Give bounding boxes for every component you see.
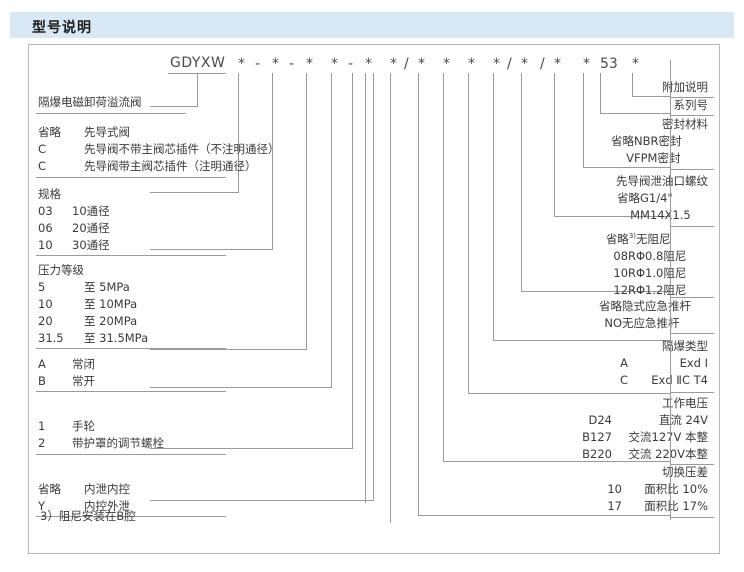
leader-line-product-h <box>150 106 198 107</box>
rule-pilot <box>36 177 226 178</box>
leader-line-switching-h <box>418 515 670 516</box>
label-product-name: 隔爆电磁卸荷溢流阀 <box>38 95 142 109</box>
label-series-number: 系列号 <box>673 98 709 112</box>
leader-line-damping <box>521 73 522 291</box>
diagram-frame <box>28 44 720 554</box>
model-code-token: * <box>272 56 279 72</box>
damping-omit-key: 省略3) <box>605 231 636 246</box>
footnote: 3）阻尼安装在B腔 <box>40 509 136 523</box>
model-code-token: - <box>289 56 295 72</box>
leader-line-voltage-h <box>443 461 670 462</box>
leader-line-switching <box>418 73 419 515</box>
model-code-token: * <box>583 56 590 72</box>
model-code-token: * <box>238 56 245 72</box>
model-code-token: / <box>540 56 545 72</box>
right-column-divider <box>670 60 671 520</box>
label-seal-material: 密封材料 省略NBR密封 VFPM密封 <box>611 117 708 165</box>
leader-line-spec-h <box>150 249 273 250</box>
model-base-code: GDYXW <box>170 55 226 71</box>
label-damping-orifice: 省略3)无阻尼 08RΦ0.8阻尼 10RΦ1.0阻尼 12RΦ1.2阻尼 <box>590 228 708 299</box>
rule-product <box>36 113 186 114</box>
leader-stem-a <box>390 73 391 523</box>
leader-stem-b <box>365 73 366 503</box>
leader-line-pressure-h <box>150 349 307 350</box>
leader-line-voltage <box>443 73 444 461</box>
model-code-token: * <box>306 56 313 72</box>
rule-exd <box>670 392 714 393</box>
model-code-token: * <box>443 56 450 72</box>
leader-line-pressure <box>306 73 307 349</box>
rule-drain <box>36 516 226 517</box>
leader-line-series <box>600 73 601 113</box>
leader-line-exd <box>468 73 469 393</box>
leader-line-additional <box>632 73 633 96</box>
leader-line-spec <box>272 73 273 249</box>
leader-line-damping-h <box>521 291 670 292</box>
rule-series <box>670 115 714 116</box>
rule-thread <box>670 226 714 227</box>
leader-line-drain <box>373 73 374 500</box>
model-code-token: 53 <box>600 56 618 72</box>
leader-line-product <box>197 73 198 106</box>
model-code-token: * <box>365 56 372 72</box>
label-emergency-push-rod: 省略隐式应急推杆 NO无应急推杆 <box>599 299 691 330</box>
leader-line-thread-h <box>554 216 670 217</box>
leader-line-noc <box>331 73 332 387</box>
leader-line-pilot <box>238 73 239 192</box>
label-additional-description: 附加说明 <box>662 80 708 94</box>
leader-line-adjust <box>352 73 353 448</box>
rule-switching <box>670 517 714 518</box>
model-code-token: / <box>507 56 512 72</box>
label-pilot-drain-thread: 先导阀泄油口螺纹 省略G1/4" MM14X1.5 <box>616 174 708 222</box>
model-code-token: - <box>255 56 261 72</box>
leader-line-exd-h <box>468 393 670 394</box>
model-code-token: / <box>404 56 409 72</box>
model-code-token: * <box>331 56 338 72</box>
model-code-token: * <box>554 56 561 72</box>
model-code-token: * <box>493 56 500 72</box>
model-code-token: * <box>521 56 528 72</box>
leader-line-pilot-h <box>150 192 239 193</box>
rule-pushrod <box>670 333 714 334</box>
leader-line-thread <box>554 73 555 216</box>
rule-additional <box>670 97 714 98</box>
leader-line-series-h <box>600 113 670 114</box>
model-code-token: - <box>348 56 354 72</box>
leader-line-pushrod-h <box>493 340 670 341</box>
leader-line-drain-h <box>150 500 374 501</box>
rule-adjust <box>36 454 226 455</box>
rule-pressure <box>36 348 226 349</box>
rule-voltage <box>670 464 714 465</box>
model-code-token: * <box>468 56 475 72</box>
leader-line-pushrod <box>493 73 494 340</box>
leader-line-additional-h <box>632 96 670 97</box>
rule-noc <box>36 391 226 392</box>
page-title: 型号说明 <box>32 20 92 36</box>
leader-line-seal-h <box>583 167 670 168</box>
rule-spec <box>36 255 226 256</box>
model-code-token: * <box>390 56 397 72</box>
rule-seal <box>670 169 714 170</box>
model-code-row: *-*-**-**/****/*/**53* <box>0 56 744 76</box>
model-code-token: * <box>418 56 425 72</box>
leader-line-adjust-h <box>150 448 353 449</box>
leader-line-seal <box>583 73 584 167</box>
rule-damping <box>670 297 714 298</box>
leader-line-noc-h <box>150 387 332 388</box>
model-code-token: * <box>632 56 639 72</box>
section-header-bar <box>10 12 734 38</box>
